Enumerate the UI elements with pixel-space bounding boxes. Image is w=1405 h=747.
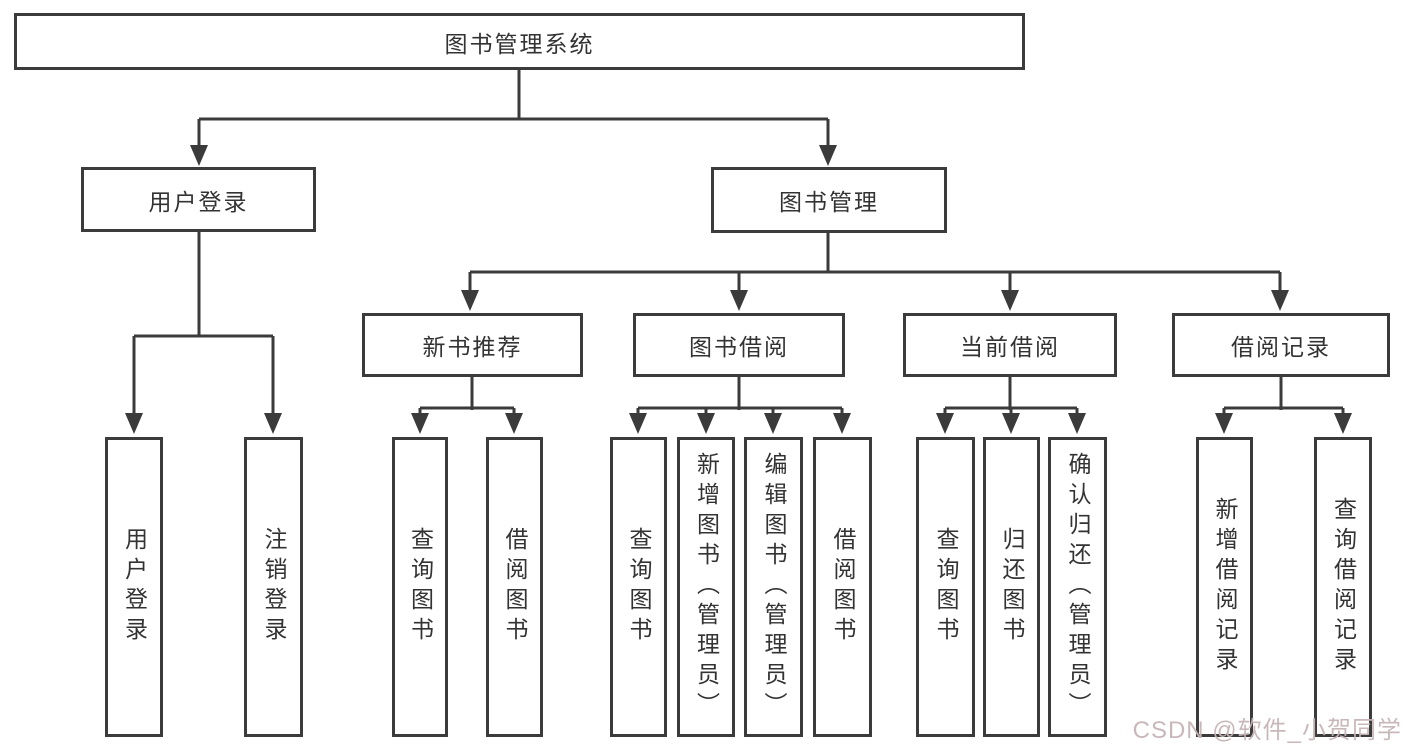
node-current-borrow: 当前借阅 [903, 313, 1117, 377]
leaf-query-books-2: 查询图书 [610, 437, 667, 737]
leaf-query-borrow-record: 查询借阅记录 [1314, 437, 1372, 737]
node-root: 图书管理系统 [14, 13, 1025, 70]
leaf-add-books-admin: 新增图书（管理员） [677, 437, 735, 737]
node-book-management: 图书管理 [711, 167, 947, 233]
node-user-login: 用户登录 [81, 167, 316, 232]
leaf-query-books-3: 查询图书 [916, 437, 975, 737]
leaf-edit-books-admin: 编辑图书（管理员） [744, 437, 803, 737]
leaf-query-books-1: 查询图书 [392, 437, 448, 737]
leaf-return-books: 归还图书 [983, 437, 1040, 737]
leaf-borrow-books-1: 借阅图书 [486, 437, 543, 737]
leaf-logout: 注销登录 [244, 437, 303, 737]
leaf-borrow-books-2: 借阅图书 [813, 437, 872, 737]
leaf-user-login: 用户登录 [105, 437, 163, 737]
node-new-book-recommend: 新书推荐 [362, 313, 583, 377]
arrowheads [125, 145, 1352, 434]
node-book-borrow: 图书借阅 [633, 313, 845, 377]
node-borrow-records: 借阅记录 [1172, 313, 1390, 377]
leaf-add-borrow-record: 新增借阅记录 [1196, 437, 1253, 737]
leaf-confirm-return-admin: 确认归还（管理员） [1048, 437, 1107, 737]
